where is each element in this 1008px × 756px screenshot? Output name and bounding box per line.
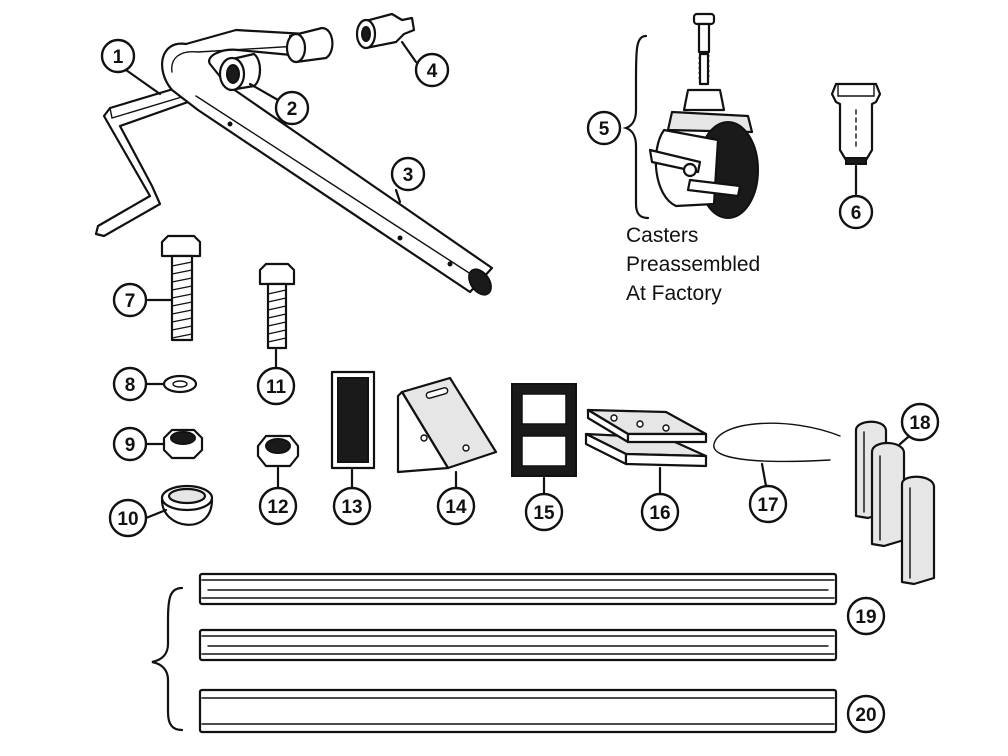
svg-text:8: 8	[125, 375, 136, 396]
svg-text:18: 18	[909, 413, 930, 434]
svg-text:2: 2	[287, 99, 298, 120]
callout-18: 18	[900, 402, 940, 442]
callout-5: 5	[586, 110, 622, 146]
svg-text:19: 19	[855, 607, 876, 628]
part-plates	[584, 408, 708, 468]
part-rail-middle	[198, 628, 838, 662]
svg-text:7: 7	[125, 291, 136, 312]
caption-line-1: Casters	[626, 224, 698, 247]
part-long-bolt	[160, 234, 202, 342]
svg-text:20: 20	[855, 705, 876, 726]
caption-line-3: At Factory	[626, 282, 722, 305]
callout-17: 17	[748, 484, 788, 524]
callout-13: 13	[332, 486, 372, 526]
callout-20: 20	[846, 694, 886, 734]
svg-text:10: 10	[117, 509, 138, 530]
part-cap-nut	[160, 484, 214, 526]
callout-12: 12	[258, 486, 298, 526]
bracket-casters	[622, 34, 650, 220]
svg-text:3: 3	[403, 165, 414, 186]
svg-text:13: 13	[341, 497, 362, 518]
part-short-bolt	[258, 262, 296, 350]
svg-text:16: 16	[649, 503, 670, 524]
bracket-rails	[151, 586, 184, 732]
part-bushing	[218, 52, 262, 92]
svg-text:14: 14	[445, 497, 467, 518]
part-crank-handle	[94, 76, 212, 238]
part-caster	[648, 12, 759, 219]
svg-text:5: 5	[599, 119, 610, 140]
callout-8: 8	[112, 366, 148, 402]
caption-casters: Casters Preassembled At Factory	[626, 224, 760, 305]
callout-2: 2	[274, 90, 310, 126]
callout-16: 16	[640, 492, 680, 532]
part-double-pad	[511, 383, 577, 477]
callout-15: 15	[524, 492, 564, 532]
callout-14: 14	[436, 486, 476, 526]
svg-text:12: 12	[267, 497, 288, 518]
svg-text:17: 17	[757, 495, 778, 516]
part-dark-pad	[330, 370, 376, 470]
part-washer	[162, 374, 198, 394]
callout-4: 4	[414, 52, 450, 88]
svg-text:1: 1	[113, 47, 124, 68]
callout-6: 6	[838, 194, 874, 230]
part-angle-bracket	[396, 376, 498, 474]
part-end-cap	[355, 12, 416, 50]
part-hex-nut-large	[162, 428, 204, 460]
callout-7: 7	[112, 282, 148, 318]
callout-9: 9	[112, 426, 148, 462]
part-caster-socket	[830, 82, 882, 165]
callout-19: 19	[846, 596, 886, 636]
leader-lines	[124, 40, 916, 520]
part-hex-nut-small	[256, 434, 300, 468]
svg-text:6: 6	[851, 203, 862, 224]
callout-3: 3	[390, 156, 426, 192]
svg-text:15: 15	[533, 503, 555, 524]
part-handle-tube	[160, 26, 494, 296]
callout-11: 11	[256, 366, 296, 406]
callout-1: 1	[100, 38, 136, 74]
caption-line-2: Preassembled	[626, 253, 760, 276]
part-rail-lower	[198, 688, 838, 734]
svg-text:11: 11	[266, 377, 287, 398]
part-channel-brackets	[854, 420, 936, 586]
svg-text:9: 9	[125, 435, 136, 456]
svg-text:4: 4	[427, 61, 438, 82]
part-rail-upper	[198, 572, 838, 606]
part-wire-tie	[713, 422, 841, 463]
callout-10: 10	[108, 498, 148, 538]
